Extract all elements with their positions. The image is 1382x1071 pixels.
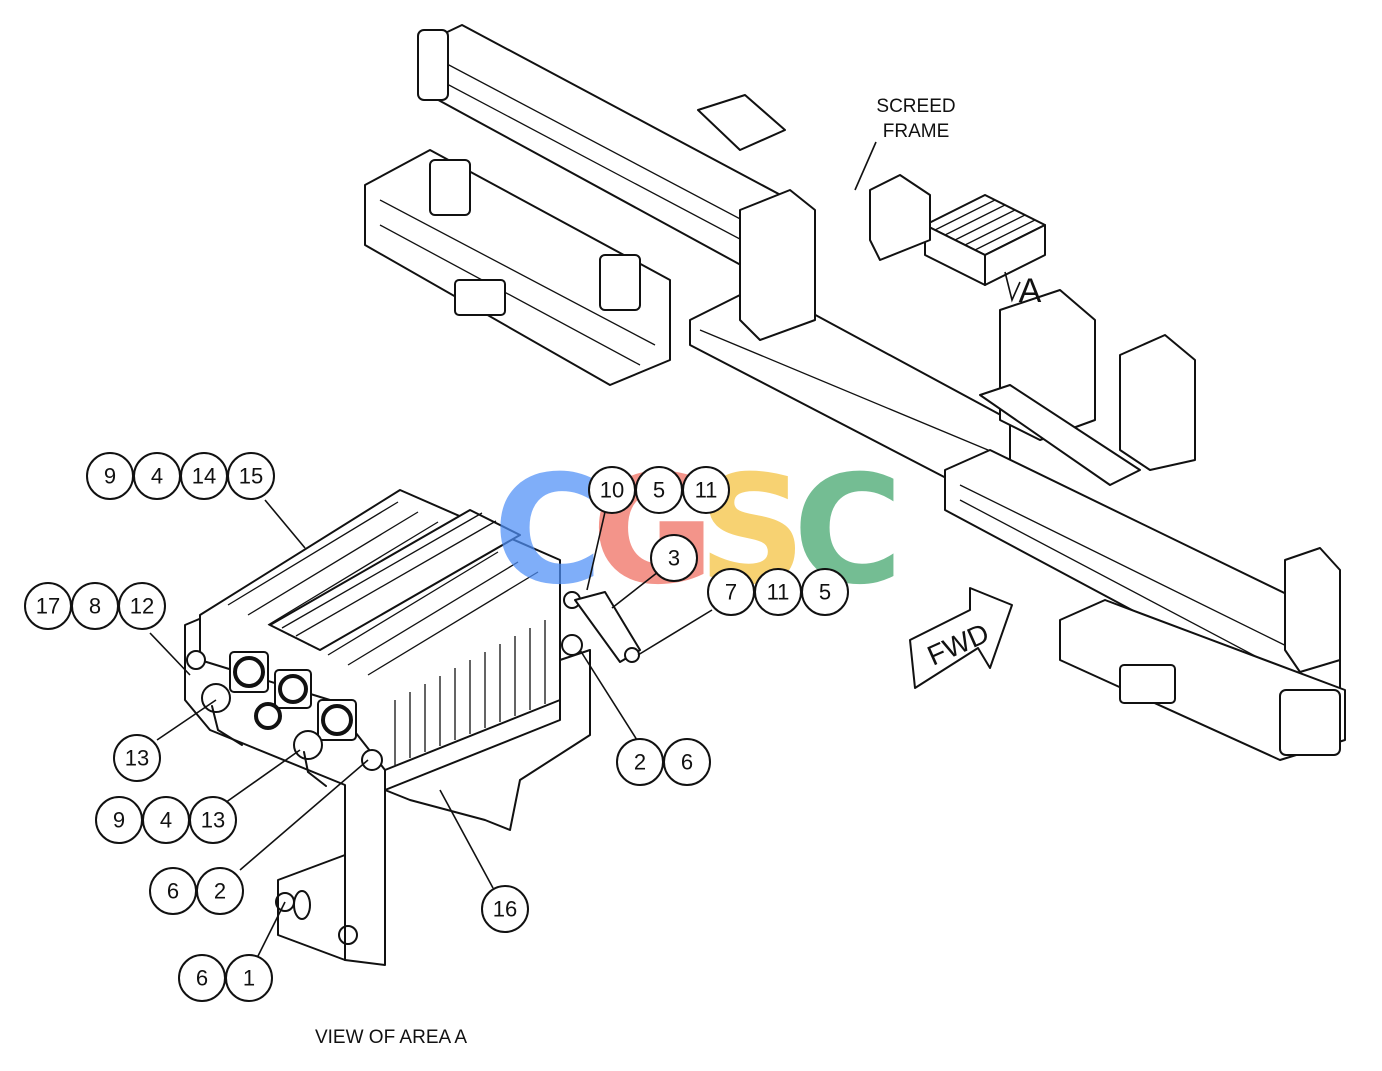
screed-frame-label-line2: FRAME <box>883 121 950 142</box>
watermark-letter-1: C <box>493 444 603 618</box>
screed-frame-drawing <box>364 24 1346 761</box>
callout-bubble: 5 <box>801 568 849 616</box>
svg-text:2: 2 <box>214 879 226 904</box>
callout-group-2-6: 2 6 <box>616 738 711 786</box>
svg-text:13: 13 <box>125 746 149 771</box>
callout-bubble: 10 <box>588 466 636 514</box>
callout-bubble: 15 <box>227 452 275 500</box>
callout-bubble: 11 <box>682 466 730 514</box>
callout-bubble: 13 <box>113 734 161 782</box>
callout-bubble: 11 <box>754 568 802 616</box>
svg-text:2: 2 <box>634 750 646 775</box>
callout-group-7-11-5: 7 11 5 <box>707 568 849 616</box>
callout-bubble: 13 <box>189 796 237 844</box>
svg-text:10: 10 <box>600 478 624 503</box>
callout-bubble: 9 <box>95 796 143 844</box>
callout-bubble: 9 <box>86 452 134 500</box>
callout-bubble: 2 <box>616 738 664 786</box>
svg-text:17: 17 <box>36 594 60 619</box>
svg-text:9: 9 <box>113 808 125 833</box>
svg-text:8: 8 <box>89 594 101 619</box>
callout-leaders <box>149 499 713 957</box>
svg-text:16: 16 <box>493 897 517 922</box>
svg-text:14: 14 <box>192 464 216 489</box>
callout-bubble: 5 <box>635 466 683 514</box>
svg-text:5: 5 <box>653 478 665 503</box>
svg-text:11: 11 <box>767 580 790 605</box>
callout-bubble: 6 <box>149 867 197 915</box>
forward-arrow: FWD <box>909 587 1013 689</box>
screed-frame-leader <box>854 141 877 191</box>
svg-text:5: 5 <box>819 580 831 605</box>
callout-bubble: 6 <box>178 954 226 1002</box>
callout-group-16: 16 <box>481 885 529 933</box>
svg-text:4: 4 <box>160 808 172 833</box>
area-a-detail-drawing <box>184 489 641 966</box>
view-caption: VIEW OF AREA A <box>315 1027 467 1048</box>
callout-bubble: 6 <box>663 738 711 786</box>
callout-bubble: 12 <box>118 582 166 630</box>
callout-bubble: 8 <box>71 582 119 630</box>
callout-bubble: 17 <box>24 582 72 630</box>
callout-group-6-1: 6 1 <box>178 954 273 1002</box>
callout-group-9-4-13: 9 4 13 <box>95 796 237 844</box>
svg-text:6: 6 <box>681 750 693 775</box>
callout-bubble: 1 <box>225 954 273 1002</box>
svg-text:9: 9 <box>104 464 116 489</box>
callout-group-10-5-11: 10 5 11 <box>588 466 730 514</box>
callout-bubble: 2 <box>196 867 244 915</box>
callout-group-17-8-12: 17 8 12 <box>24 582 166 630</box>
svg-text:13: 13 <box>201 808 225 833</box>
callout-group-3: 3 <box>650 534 698 582</box>
svg-text:1: 1 <box>243 966 255 991</box>
svg-text:6: 6 <box>196 966 208 991</box>
svg-text:11: 11 <box>695 478 718 503</box>
callout-bubble: 3 <box>650 534 698 582</box>
callout-group-13: 13 <box>113 734 161 782</box>
svg-text:3: 3 <box>668 546 680 571</box>
svg-text:15: 15 <box>239 464 263 489</box>
callout-group-9-4-14-15: 9 4 14 15 <box>86 452 275 500</box>
callout-bubble: 14 <box>180 452 228 500</box>
svg-text:7: 7 <box>725 580 737 605</box>
callout-bubble: 4 <box>142 796 190 844</box>
callout-group-6-2: 6 2 <box>149 867 244 915</box>
callout-bubble: 7 <box>707 568 755 616</box>
screed-frame-label-line1: SCREED <box>876 96 955 117</box>
callout-bubble: 16 <box>481 885 529 933</box>
svg-text:6: 6 <box>167 879 179 904</box>
svg-text:4: 4 <box>151 464 163 489</box>
svg-text:12: 12 <box>130 594 154 619</box>
callout-bubble: 4 <box>133 452 181 500</box>
area-a-leader <box>1004 271 1021 303</box>
area-a-label: A <box>1019 272 1042 310</box>
